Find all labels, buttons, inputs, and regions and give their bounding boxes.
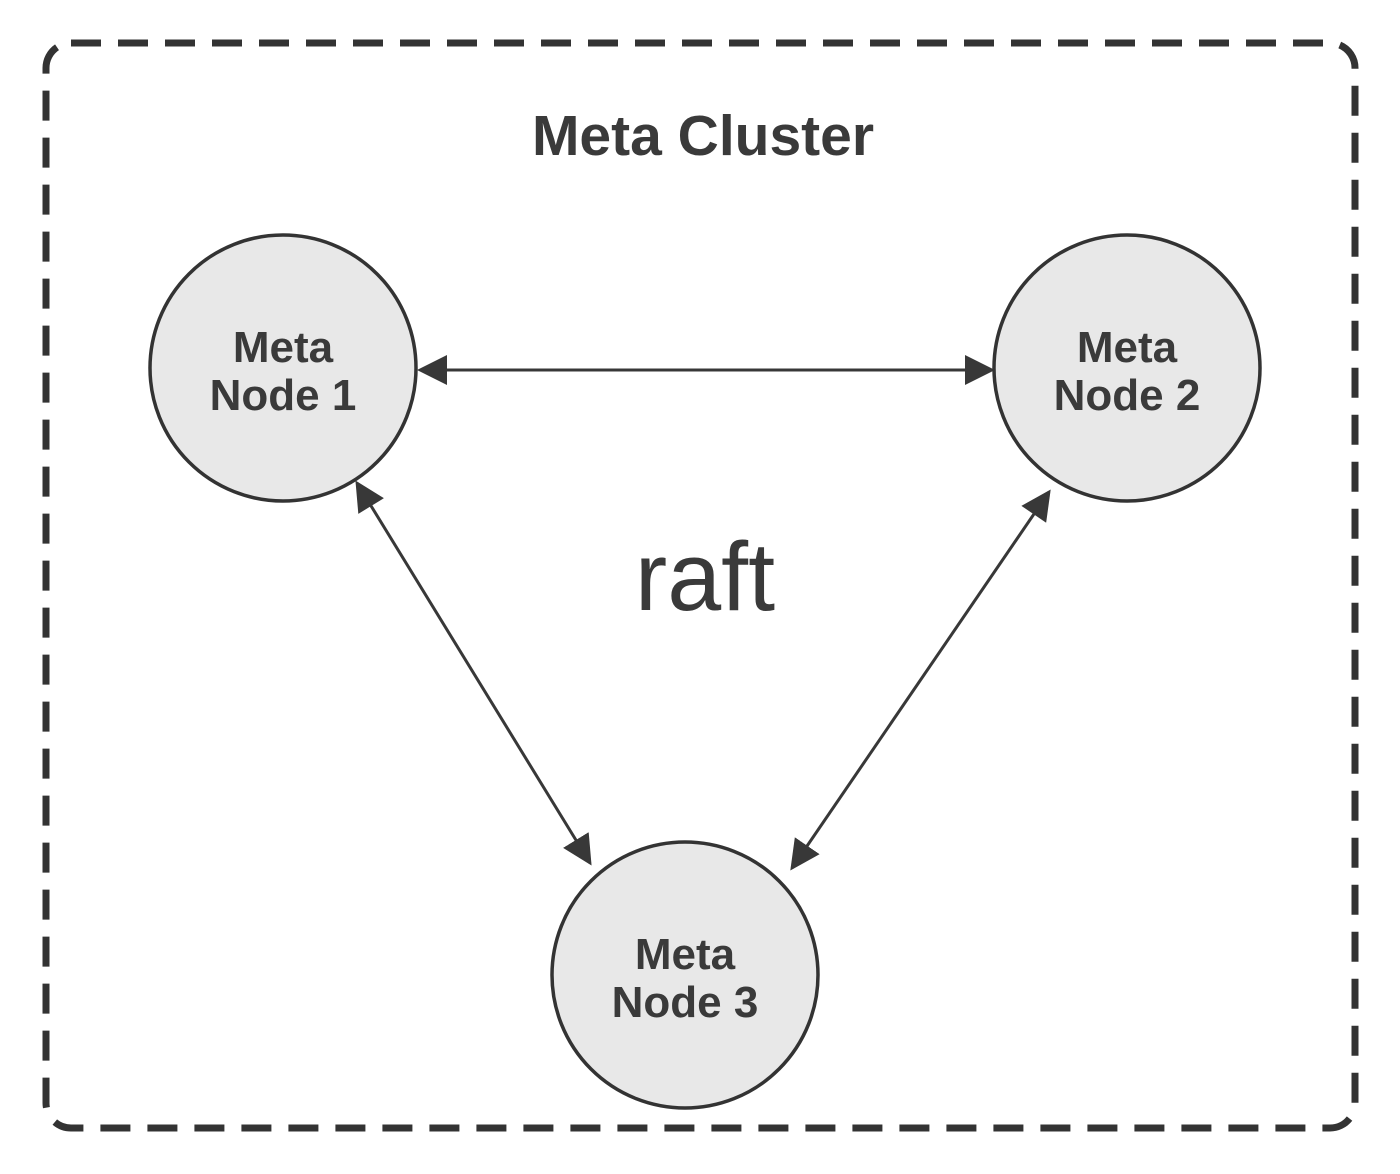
cluster-title: Meta Cluster: [532, 104, 874, 168]
meta-node-3-label-line1: Meta: [635, 930, 736, 979]
meta-node-3-label-line2: Node 3: [612, 978, 759, 1027]
meta-node-2-label-line1: Meta: [1077, 323, 1178, 372]
edge-node1-node3: [355, 480, 592, 866]
meta-node-3: Meta Node 3: [550, 840, 820, 1110]
raft-label: raft: [635, 522, 775, 631]
meta-node-1: Meta Node 1: [148, 233, 418, 503]
meta-node-2: Meta Node 2: [992, 233, 1262, 503]
meta-node-1-label-line1: Meta: [233, 323, 334, 372]
meta-node-3-circle: [550, 840, 820, 1110]
cluster-boundary: [42, 39, 1359, 1132]
meta-node-2-label-line2: Node 2: [1054, 371, 1201, 420]
edge-node2-node3: [790, 489, 1051, 871]
meta-node-1-circle: [148, 233, 418, 503]
meta-node-1-label-line2: Node 1: [210, 371, 357, 420]
meta-node-2-circle: [992, 233, 1262, 503]
